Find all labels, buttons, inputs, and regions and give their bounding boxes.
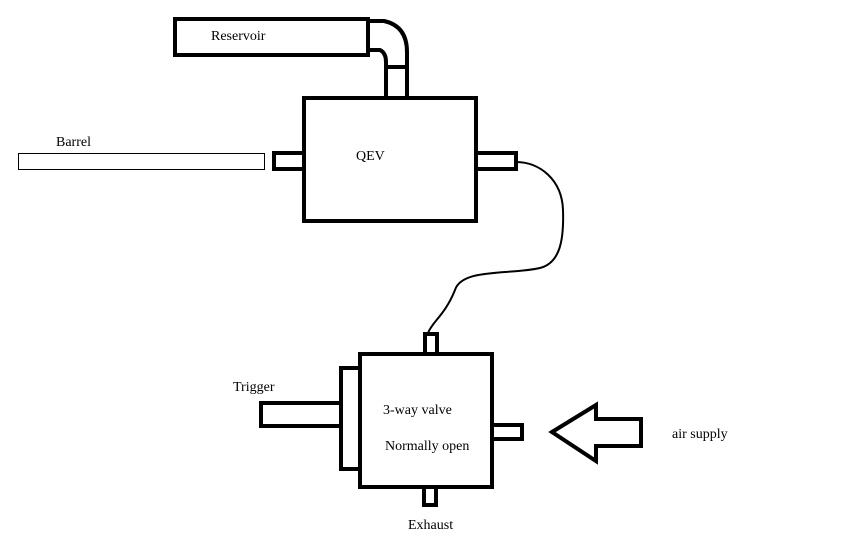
barrel xyxy=(18,153,265,170)
valve-label-line2: Normally open xyxy=(385,439,469,454)
reservoir-tank xyxy=(173,17,370,57)
qev-right-port xyxy=(474,151,518,171)
qev-body xyxy=(302,96,478,223)
valve-left-plate xyxy=(339,366,362,471)
exhaust-label: Exhaust xyxy=(408,518,453,533)
trigger-label: Trigger xyxy=(233,380,275,395)
trigger-rod xyxy=(259,401,343,428)
air-supply-label: air supply xyxy=(672,427,728,442)
reservoir-pipe-inner xyxy=(368,48,388,97)
valve-right-port xyxy=(490,423,524,441)
pilot-hose xyxy=(427,161,565,334)
qev-label: QEV xyxy=(356,149,385,164)
valve-body xyxy=(358,352,494,489)
air-supply-arrow xyxy=(548,401,643,465)
valve-top-port xyxy=(423,332,439,356)
valve-exhaust-port xyxy=(422,485,438,507)
valve-label-line1: 3-way valve xyxy=(383,403,452,418)
reservoir-label: Reservoir xyxy=(211,29,266,44)
reservoir-pipe-outer xyxy=(368,19,409,97)
qev-left-port xyxy=(272,151,306,171)
barrel-label: Barrel xyxy=(56,135,91,150)
